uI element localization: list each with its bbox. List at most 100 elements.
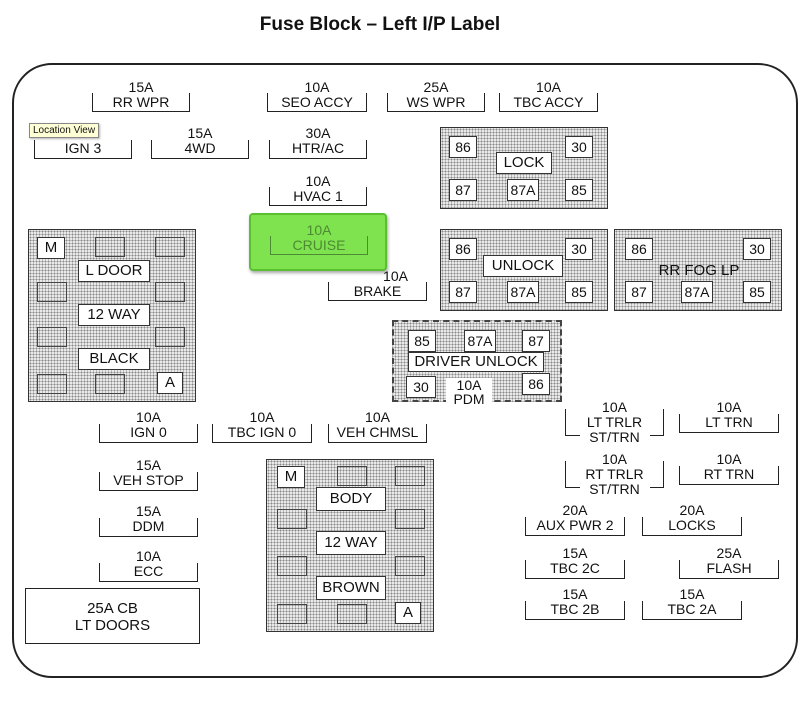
- fuse-aux-pwr2[interactable]: 20A AUX PWR 2: [525, 503, 625, 536]
- relay-unlock[interactable]: 86 30 UNLOCK 87 87A 85: [440, 229, 608, 311]
- fuse-ign3[interactable]: IGN 3: [34, 126, 132, 159]
- pin-87: 87: [449, 281, 477, 303]
- connector-body[interactable]: M BODY 12 WAY BROWN A: [266, 459, 434, 632]
- fuse-rt-trn[interactable]: 10A RT TRN: [679, 452, 779, 485]
- relay-label: LOCK: [496, 152, 552, 174]
- fuse-label: AUX PWR 2: [536, 517, 614, 533]
- relay-lock[interactable]: 86 30 LOCK 87 87A 85: [440, 127, 608, 209]
- connector-m: M: [277, 466, 305, 488]
- fuse-label: TBC ACCY: [513, 94, 584, 110]
- fuse-ign0[interactable]: 10A IGN 0: [99, 410, 198, 443]
- fuse-amp: 30A: [305, 125, 331, 141]
- fuse-amp: 25A: [716, 545, 742, 561]
- fuse-veh-chmsl[interactable]: 10A VEH CHMSL: [328, 410, 427, 443]
- fuse-label: BRAKE: [353, 283, 402, 299]
- fuse-cruise-highlight[interactable]: 10A CRUISE: [249, 213, 387, 271]
- pin-87a: 87A: [464, 330, 496, 352]
- relay-label: UNLOCK: [483, 255, 563, 277]
- fuse-lt-trlr[interactable]: 10A LT TRLR ST/TRN: [565, 400, 664, 450]
- fuse-label: HTR/AC: [291, 140, 345, 156]
- connector-label: BLACK: [78, 348, 150, 370]
- fuse-tbc2c[interactable]: 15A TBC 2C: [525, 546, 625, 579]
- pin: [277, 604, 307, 624]
- fuse-seo-accy[interactable]: 10A SEO ACCY: [267, 80, 367, 112]
- connector-label: BROWN: [316, 576, 386, 600]
- pin-87a: 87A: [507, 179, 539, 201]
- fuse-label: RT TRN: [703, 466, 755, 482]
- fuse-ecc[interactable]: 10A ECC: [99, 549, 198, 582]
- fuse-cruise[interactable]: 10A CRUISE: [270, 223, 368, 255]
- pin: [95, 237, 125, 257]
- fuse-amp: 10A: [602, 451, 627, 467]
- fuse-ws-wpr[interactable]: 25A WS WPR: [387, 80, 485, 112]
- fuse-amp: 10A: [136, 548, 161, 564]
- fuse-tbc-ign0[interactable]: 10A TBC IGN 0: [212, 410, 312, 443]
- fuse-veh-stop[interactable]: 15A VEH STOP: [99, 458, 198, 491]
- fuse-tbc-accy[interactable]: 10A TBC ACCY: [499, 80, 598, 112]
- fuse-label: TBC 2B: [550, 601, 600, 617]
- fuse-label: LT TRLR: [586, 414, 643, 430]
- pin-30: 30: [743, 238, 771, 260]
- fuse-lt-trn[interactable]: 10A LT TRN: [679, 400, 779, 433]
- connector-label: 12 WAY: [316, 531, 386, 555]
- pin: [337, 466, 367, 486]
- fuse-4wd[interactable]: 15A 4WD: [151, 126, 249, 159]
- pin-87: 87: [522, 330, 550, 352]
- circuit-breaker-lt-doors[interactable]: 25A CB LT DOORS: [25, 588, 200, 644]
- fuse-locks[interactable]: 20A LOCKS: [642, 503, 742, 536]
- relay-rr-fog-lp[interactable]: 86 30 RR FOG LP 87 87A 85: [614, 229, 782, 311]
- pin-87a: 87A: [507, 281, 539, 303]
- fuse-brake[interactable]: 10A BRAKE: [328, 269, 427, 301]
- connector-a: A: [395, 602, 421, 624]
- pin: [395, 509, 425, 529]
- fuse-amp: 10A: [304, 79, 330, 95]
- fuse-amp: 15A: [187, 125, 213, 141]
- pin: [155, 282, 185, 302]
- fuse-ddm[interactable]: 15A DDM: [99, 504, 198, 537]
- fuse-flash[interactable]: 25A FLASH: [679, 546, 779, 579]
- pin: [37, 327, 67, 347]
- pin-86: 86: [625, 238, 653, 260]
- fuse-amp: 10A: [365, 409, 390, 425]
- fuse-amp: 15A: [562, 586, 588, 602]
- fuse-rt-trlr[interactable]: 10A RT TRLR ST/TRN: [565, 452, 664, 502]
- fuse-rr-wpr[interactable]: 15A RR WPR: [92, 80, 190, 112]
- fuse-amp: 10A: [136, 409, 161, 425]
- fuse-amp: 10A: [383, 268, 408, 284]
- fuse-tbc2b[interactable]: 15A TBC 2B: [525, 587, 625, 620]
- pdm-label: 10A PDM: [446, 378, 492, 408]
- pdm-amp: 10A: [456, 377, 482, 393]
- pin: [155, 327, 185, 347]
- fuse-label: LOCKS: [668, 517, 716, 533]
- fuse-amp: 10A: [716, 451, 742, 467]
- connector-l-door[interactable]: M L DOOR 12 WAY BLACK A: [28, 229, 196, 402]
- fuse-amp: 10A: [305, 173, 331, 189]
- fuse-label: VEH CHMSL: [336, 424, 419, 440]
- fuse-amp: 15A: [679, 586, 705, 602]
- pin-87: 87: [449, 179, 477, 201]
- fuse-label: IGN 0: [130, 424, 167, 440]
- fuse-label: VEH STOP: [113, 472, 184, 488]
- connector-label: BODY: [316, 487, 386, 511]
- pdm-name: PDM: [453, 391, 485, 407]
- fuse-htr-ac[interactable]: 30A HTR/AC: [269, 126, 367, 159]
- fuse-label: RR WPR: [112, 94, 170, 110]
- fuse-label: IGN 3: [64, 140, 102, 156]
- pin: [337, 604, 367, 624]
- fuse-label: FLASH: [706, 560, 752, 576]
- pin: [277, 509, 307, 529]
- pin-86: 86: [449, 136, 477, 158]
- fuse-tbc2a[interactable]: 15A TBC 2A: [642, 587, 742, 620]
- pin-85: 85: [408, 330, 436, 352]
- pin: [395, 466, 425, 486]
- fuse-amp: 10A: [536, 79, 561, 95]
- fuse-label: TBC 2A: [667, 601, 717, 617]
- pin-86: 86: [449, 238, 477, 260]
- fuse-hvac1[interactable]: 10A HVAC 1: [269, 174, 367, 206]
- fuse-amp: 10A: [716, 399, 742, 415]
- fuse-amp: 15A: [562, 545, 588, 561]
- fuse-label: ECC: [133, 563, 164, 579]
- pin-87: 87: [625, 281, 653, 303]
- fuse-label: RT TRLR: [585, 466, 644, 482]
- fuse-amp: 10A: [306, 222, 332, 238]
